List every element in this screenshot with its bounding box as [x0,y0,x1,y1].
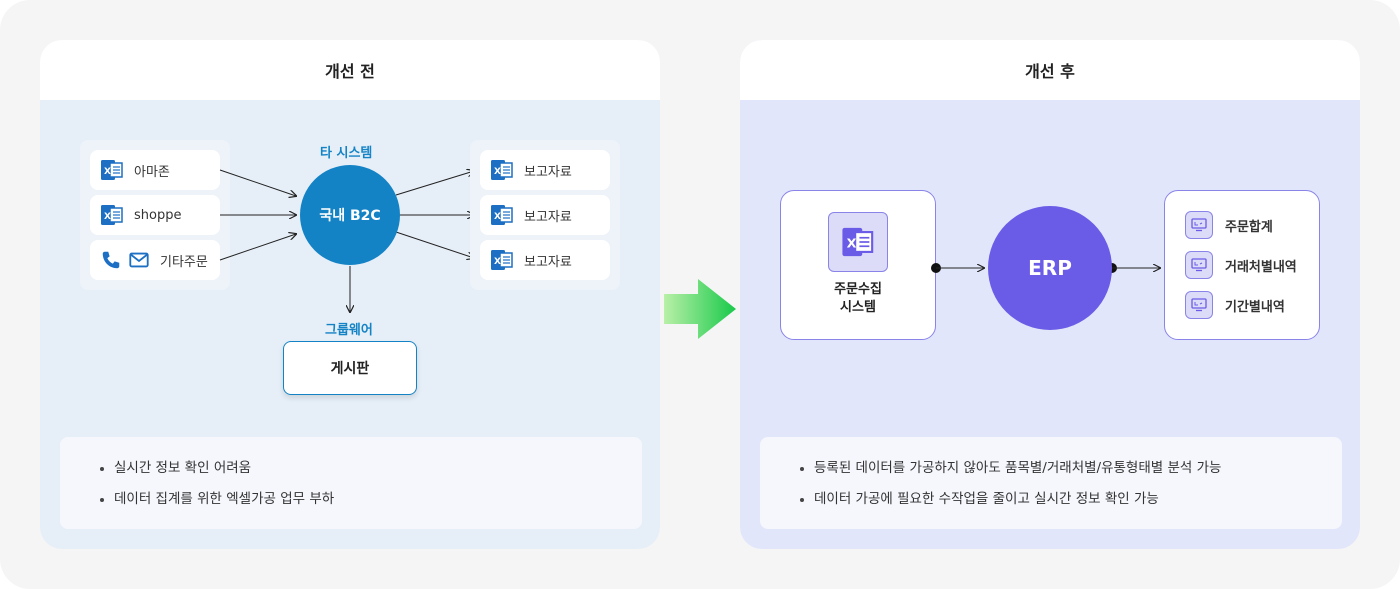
excel-icon: X [828,212,888,272]
note-item: 데이터 집계를 위한 엑셀가공 업무 부하 [100,488,612,519]
before-arrows [219,40,660,460]
source-item-other-orders: 기타주문 [90,240,220,280]
output-item-report: X 보고자료 [480,195,610,235]
before-title: 개선 전 [40,40,660,100]
before-panel: 개선 전 X 아마존 X shoppe 기타주문 [40,40,660,549]
before-notes: 실시간 정보 확인 어려움 데이터 집계를 위한 엑셀가공 업무 부하 [60,437,642,529]
output-item-report: X 보고자료 [480,240,610,280]
collector-label-line2: 시스템 [840,300,876,315]
note-item: 데이터 가공에 필요한 수작업을 줄이고 실시간 정보 확인 가능 [800,488,1312,519]
collector-label-line1: 주문수집 [834,282,882,297]
output-label: 거래처별내역 [1225,259,1297,275]
domestic-b2c-hub: 국내 B2C [300,165,400,265]
erp-output-card: 주문합계 거래처별내역 기간별내역 [1164,190,1320,340]
erp-hub: ERP [988,206,1112,330]
mail-icon [128,249,150,271]
after-title: 개선 후 [740,40,1360,100]
transition-arrow-icon [664,279,736,339]
output-item-period-history: 기간별내역 [1185,291,1285,319]
output-label: 주문합계 [1225,219,1273,235]
excel-icon: X [100,203,124,227]
hub-top-label: 타 시스템 [320,146,373,161]
bulletin-board-box: 게시판 [283,341,417,395]
svg-text:X: X [494,167,501,177]
phone-icon [100,249,122,271]
after-panel: 개선 후 X 주문수집 시스템 ERP 주문합계 [740,40,1360,549]
monitor-icon [1185,211,1213,239]
output-item-report: X 보고자료 [480,150,610,190]
svg-text:X: X [847,237,857,252]
svg-text:X: X [104,167,111,177]
monitor-icon [1185,251,1213,279]
source-item-shoppe: X shoppe [90,195,220,235]
groupware-label: 그룹웨어 [325,323,373,338]
excel-icon: X [100,158,124,182]
output-label: 보고자료 [524,164,572,180]
note-item: 실시간 정보 확인 어려움 [100,457,612,488]
output-label: 기간별내역 [1225,299,1285,315]
excel-icon: X [490,248,514,272]
collector-label: 주문수집 시스템 [781,281,935,317]
after-notes: 등록된 데이터를 가공하지 않아도 품목별/거래처별/유통형태별 분석 가능 데… [760,437,1342,529]
excel-icon: X [490,158,514,182]
svg-text:X: X [494,212,501,222]
source-label: 아마존 [134,164,170,180]
output-label: 보고자료 [524,209,572,225]
source-item-amazon: X 아마존 [90,150,220,190]
excel-icon: X [490,203,514,227]
order-collection-system-card: X 주문수집 시스템 [780,190,936,340]
source-label: 기타주문 [160,254,208,270]
monitor-icon [1185,291,1213,319]
output-label: 보고자료 [524,254,572,270]
svg-text:X: X [104,212,111,222]
output-item-order-total: 주문합계 [1185,211,1273,239]
output-item-client-history: 거래처별내역 [1185,251,1297,279]
source-label: shoppe [134,207,182,223]
note-item: 등록된 데이터를 가공하지 않아도 품목별/거래처별/유통형태별 분석 가능 [800,457,1312,488]
svg-text:X: X [494,257,501,267]
